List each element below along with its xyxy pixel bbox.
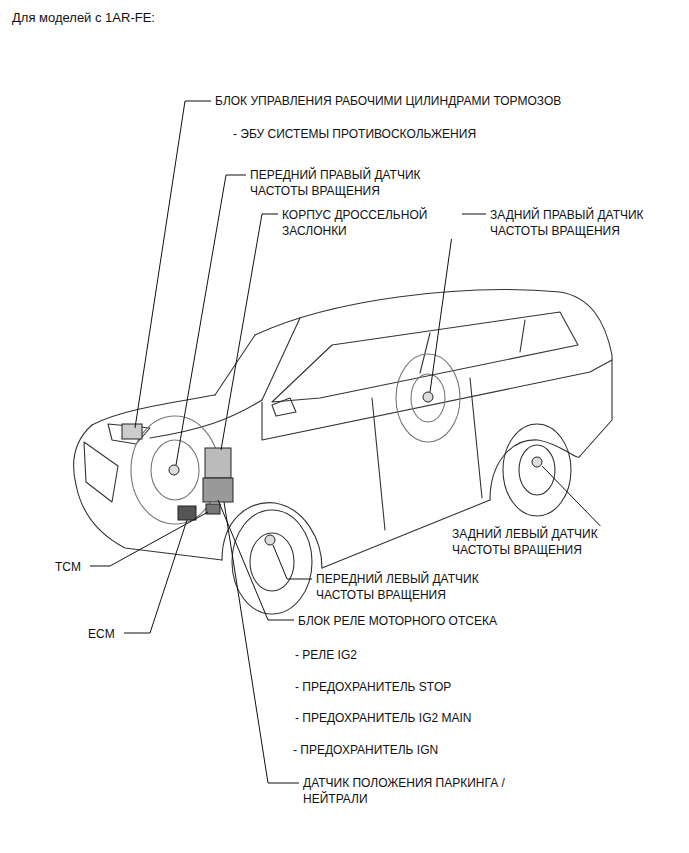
brake-actuator (122, 424, 142, 439)
part-label: ДАТЧИК ПОЛОЖЕНИЯ ПАРКИНГА / НЕЙТРАЛИ (303, 775, 543, 807)
part-label: TCM (55, 559, 81, 575)
part-label: КОРПУС ДРОССЕЛЬНОЙ ЗАСЛОНКИ (282, 207, 462, 239)
page-title: Для моделей с 1AR-FE: (12, 10, 155, 26)
headlight (108, 424, 150, 444)
part-label: ЗАДНИЙ ЛЕВЫЙ ДАТЧИК ЧАСТОТЫ ВРАЩЕНИЯ (452, 526, 637, 558)
rear-left-wheel (503, 424, 571, 516)
front-right-hub (151, 440, 199, 500)
leader-line (430, 214, 486, 392)
part-label: ЗАДНИЙ ПРАВЫЙ ДАТЧИК ЧАСТОТЫ ВРАЩЕНИЯ (490, 207, 680, 239)
part-label: ПЕРЕДНИЙ ЛЕВЫЙ ДАТЧИК ЧАСТОТЫ ВРАЩЕНИЯ (316, 571, 511, 603)
side-windows (272, 312, 578, 402)
part-label: - РЕЛЕ IG2 (295, 647, 357, 663)
part-label: БЛОК РЕЛЕ МОТОРНОГО ОТСЕКА (298, 613, 497, 629)
part-label: - ПРЕДОХРАНИТЕЛЬ STOP (295, 679, 451, 695)
leader-line (176, 175, 246, 465)
ecm-box (178, 506, 196, 520)
part-label: - ЭБУ СИСТЕМЫ ПРОТИВОСКОЛЬЖЕНИЯ (233, 126, 476, 142)
speed-sensor (423, 392, 433, 402)
rear-right-hub (411, 374, 445, 422)
beltline (262, 360, 612, 440)
car-body (74, 290, 612, 614)
front-fascia (74, 425, 222, 560)
part-label: - ПРЕДОХРАНИТЕЛЬ IGN (293, 742, 438, 758)
doors (372, 378, 482, 530)
front-left-hub (250, 533, 294, 591)
leader-line (124, 520, 187, 633)
leader-line (221, 214, 278, 450)
speed-sensor (169, 465, 179, 475)
part-label: - ПРЕДОХРАНИТЕЛЬ IG2 MAIN (295, 710, 471, 726)
part-label: БЛОК УПРАВЛЕНИЯ РАБОЧИМИ ЦИЛИНДРАМИ ТОРМ… (215, 93, 561, 109)
leader-line (135, 101, 211, 428)
leader-line (224, 502, 299, 783)
speed-sensor (265, 535, 275, 545)
relay-block (203, 478, 233, 502)
leader-line (218, 500, 294, 620)
speed-sensor (532, 457, 542, 467)
part-label: ECM (88, 626, 115, 642)
throttle-body (205, 448, 231, 478)
part-label: ПЕРЕДНИЙ ПРАВЫЙ ДАТЧИК ЧАСТОТЫ ВРАЩЕНИЯ (250, 167, 450, 199)
rear-left-hub (519, 445, 555, 495)
rear-right-wheel (396, 354, 460, 442)
leader-lines (90, 101, 614, 783)
leader-line (90, 512, 208, 566)
grille (84, 442, 118, 502)
roof-line (255, 290, 612, 456)
leader-line (273, 545, 312, 579)
mirror (272, 398, 296, 416)
